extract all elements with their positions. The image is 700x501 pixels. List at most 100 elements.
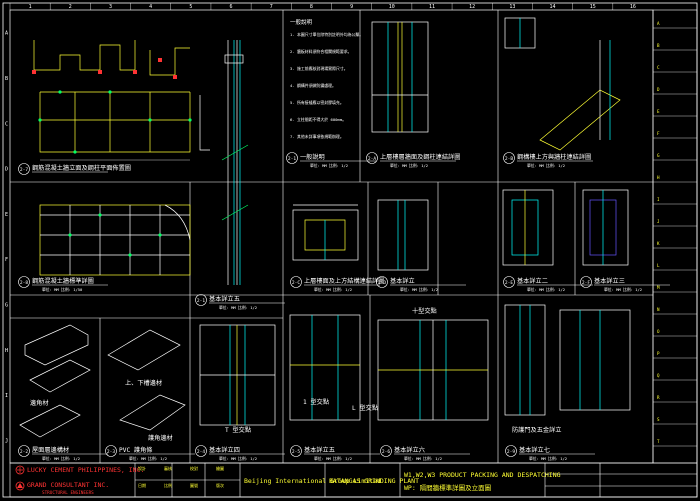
project-name: BATANGAS GRINDING PLANT [329, 477, 419, 485]
plan-columns [32, 58, 177, 79]
panel-tag: 2-5 [292, 449, 300, 455]
panel-tag: 2-E [505, 280, 513, 286]
panel-title-text: 鋼構樓上方與牆柱連結詳圖 [517, 153, 591, 161]
row-letter: H [5, 348, 8, 354]
detail-2F-drawing [582, 189, 629, 266]
panel-title-text: 基本詳立五 [209, 295, 240, 303]
column-number: 13 [509, 4, 515, 10]
revision-row-label: L [657, 263, 660, 268]
revision-row-label: J [657, 219, 660, 224]
title-cell: 設計 [138, 465, 146, 471]
title-cell: 比例 [164, 482, 172, 488]
panel-title-text: 基本詳立七 [519, 446, 550, 454]
panel-tag-circle [195, 294, 207, 306]
revision-row-label: T [657, 439, 660, 444]
edge-member-drawing [19, 324, 91, 438]
panel-tag: 2-4 [197, 449, 205, 455]
detail-2A-drawing [371, 21, 429, 133]
note-line: 5. 所有接縫應以密封膠填充。 [290, 100, 344, 105]
owner-name: LUCKY CEMENT PHILIPPINES, INC. [27, 466, 144, 474]
strip-drawing [107, 329, 186, 431]
column-number: 5 [189, 4, 192, 10]
detail-2D-drawing [377, 199, 429, 271]
section-2-9-drawing [504, 304, 631, 416]
title-cell: 日期 [138, 482, 146, 488]
title-cell: 校對 [190, 465, 198, 471]
revision-row-label: P [657, 351, 660, 356]
panel-scale: 單位: MM 比例: 1/2 [527, 287, 565, 292]
panel-tag-circle [18, 163, 30, 175]
column-number: 11 [429, 4, 435, 10]
panel-tag: 2-B [505, 156, 513, 162]
panel-tag-circle [195, 445, 207, 457]
panel-tag-circle [380, 445, 392, 457]
title-block-cells: 設計審核校對繪圖日期比例圖號版次 [138, 465, 224, 488]
section-d-label: L 型交點 [352, 404, 378, 412]
inner-border [9, 9, 654, 464]
row-letter: D [5, 167, 8, 173]
row-letter: A [5, 31, 8, 37]
panel-title-text: 上層樓面及上方結構連結詳圖 [304, 277, 384, 285]
panel-scale: 單位: MM 比例: 1/2 [129, 456, 167, 461]
panel-tag: 2-7 [20, 167, 28, 173]
panel-tag: 2-C [292, 280, 300, 286]
detail-28-dots [68, 213, 162, 257]
detail-2B-drawing [504, 17, 621, 151]
revision-row-label: D [657, 87, 660, 92]
panel-tag: 2-2 [20, 449, 28, 455]
panel-tag-circle [286, 152, 298, 164]
row-letter: E [5, 212, 8, 218]
column-number: 6 [230, 4, 233, 10]
row-letter: F [5, 257, 8, 263]
column-number: 2 [69, 4, 72, 10]
note-line: 7. 其他未詳事項依規範辦理。 [290, 134, 344, 139]
drawing-title-2: WP: 隔間牆標準詳圖及立面圖 [404, 483, 491, 492]
panel-tag-circle [376, 276, 388, 288]
section-c-label: T 型交點 [225, 426, 251, 434]
revision-row-label: S [657, 417, 660, 422]
panel-tag: 2-9 [507, 449, 515, 455]
revision-row-label: Q [657, 373, 660, 378]
column-number: 9 [350, 4, 353, 10]
column-number: 16 [630, 4, 636, 10]
title-cell: 圖號 [190, 482, 198, 488]
panel-title-text: 基本詳立 [390, 277, 415, 285]
panel-scale: 單位: MM 比例: 1/2 [390, 163, 428, 168]
contractor-name: Beijing International Group Limited [244, 477, 381, 485]
panel-title-text: 鋼筋混凝土牆標準詳圖 [32, 277, 94, 285]
consultant-sub: STRUCTURAL ENGINEERS [42, 490, 94, 496]
title-cell: 版次 [216, 482, 224, 488]
panel-title-text: 屋面層邊構材 [32, 446, 69, 454]
revision-row-label: K [657, 241, 660, 246]
revision-row-label: O [657, 329, 660, 334]
panel-tag-circle [18, 276, 30, 288]
column-number: 15 [590, 4, 596, 10]
revision-row-label: H [657, 175, 660, 180]
panel-tag: 2-D [378, 280, 386, 286]
detail-2E-drawing [502, 189, 554, 266]
panel-scale: 單位: MM 比例: 1/2 [604, 287, 642, 292]
column-number: 7 [270, 4, 273, 10]
column-number: 10 [389, 4, 395, 10]
panel-title-text: 基本詳立五 [304, 446, 335, 454]
row-letter: J [5, 438, 8, 444]
revision-row-label: C [657, 65, 660, 70]
detail-28-drawing [39, 204, 191, 276]
panel-title-text: PVC 護角條 [119, 446, 152, 454]
title-block [9, 462, 698, 498]
